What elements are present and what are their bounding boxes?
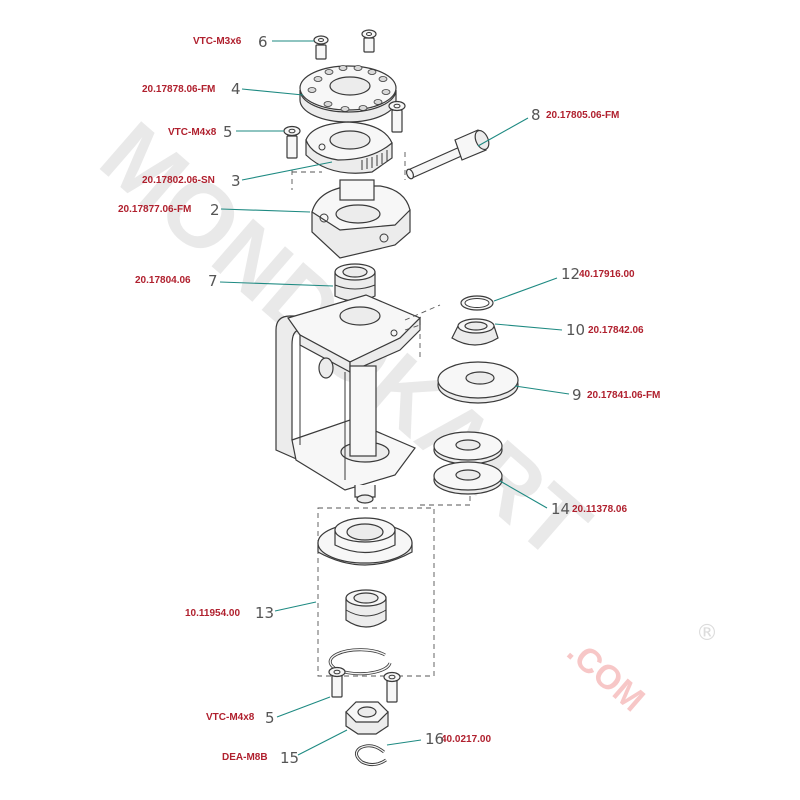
callout-7-leader [219, 281, 334, 287]
part-r-clip [355, 744, 387, 767]
callout-4: 20.17878.06-FM 4 [142, 80, 304, 98]
callout-9-leader [514, 385, 570, 395]
callout-5-bottom-code: VTC-M4x8 [206, 712, 255, 723]
callout-16: 40.0217.00 16 [386, 730, 491, 748]
callout-7-code: 20.17804.06 [135, 275, 191, 286]
callout-2-leader [220, 208, 311, 213]
watermark-registered-mark: ® [696, 621, 718, 646]
callout-3-leader [241, 161, 333, 181]
callout-8-number: 8 [531, 106, 541, 124]
callout-10-number: 10 [566, 321, 585, 339]
callout-14-leader [499, 480, 548, 509]
part-screw-m4-top-right [388, 100, 406, 133]
callout-14: 20.11378.06 14 [499, 480, 627, 518]
part-screw-m3-left [313, 35, 329, 60]
callout-10: 20.17842.06 10 [494, 321, 644, 339]
callout-3-code: 20.17802.06-SN [142, 175, 215, 186]
callout-8-code: 20.17805.06-FM [546, 110, 619, 121]
callout-3-number: 3 [231, 172, 241, 190]
callout-14-number: 14 [551, 500, 570, 518]
callout-9-number: 9 [572, 386, 582, 404]
callout-6: VTC-M3x6 6 [193, 33, 314, 51]
callout-15-leader [297, 729, 348, 756]
callout-2: 20.17877.06-FM 2 [118, 201, 311, 219]
callout-12-leader [493, 277, 558, 302]
callout-15: DEA-M8B 15 [222, 729, 348, 767]
part-clamp-block [305, 121, 393, 174]
part-screw-m4-bottom-left [328, 666, 346, 698]
callout-16-code: 40.0217.00 [441, 734, 491, 745]
callout-5-bottom-number: 5 [265, 709, 275, 727]
callout-12-code: 40.17916.00 [579, 269, 635, 280]
part-nut [334, 263, 376, 302]
part-hex-nut [345, 701, 389, 735]
callout-7-number: 7 [208, 272, 218, 290]
part-cone-bushing [451, 318, 499, 346]
callout-15-number: 15 [280, 749, 299, 767]
part-large-washer [437, 361, 519, 404]
callout-16-number: 16 [425, 730, 444, 748]
part-bearing [345, 589, 387, 628]
part-screw-m3-right [361, 29, 377, 53]
part-lower-housing [317, 517, 413, 566]
watermark-suffix: .COM [560, 632, 652, 719]
group-13-box [317, 507, 435, 677]
callout-13-number: 13 [255, 604, 274, 622]
callout-6-code: VTC-M3x6 [193, 36, 242, 47]
callout-16-leader [386, 739, 422, 746]
part-screw-m4-bottom-right [383, 671, 401, 703]
part-washer-stack [433, 431, 503, 495]
callout-12-number: 12 [561, 265, 580, 283]
callout-5-top-number: 5 [223, 123, 233, 141]
callout-2-number: 2 [210, 201, 220, 219]
callout-8-leader [477, 117, 529, 147]
callout-5-bottom: VTC-M4x8 5 [206, 696, 331, 727]
part-circlip [328, 648, 392, 676]
callout-5-bottom-leader [276, 696, 331, 718]
callout-3: 20.17802.06-SN 3 [142, 161, 333, 190]
part-ring-plate [299, 65, 397, 123]
callout-13: 10.11954.00 13 [185, 601, 317, 622]
callout-9: 20.17841.06-FM 9 [514, 385, 660, 404]
callout-8: 20.17805.06-FM 8 [477, 106, 619, 147]
callout-4-number: 4 [231, 80, 241, 98]
callout-2-code: 20.17877.06-FM [118, 204, 191, 215]
part-main-frame [275, 294, 422, 504]
callout-6-number: 6 [258, 33, 268, 51]
callout-14-code: 20.11378.06 [572, 504, 627, 515]
part-ring-12 [460, 295, 494, 311]
part-screw-m4-top-left [283, 125, 301, 159]
callout-13-leader [274, 601, 317, 612]
callout-9-code: 20.17841.06-FM [587, 390, 660, 401]
callout-15-code: DEA-M8B [222, 752, 268, 763]
callout-10-leader [494, 323, 563, 331]
callout-12: 40.17916.00 12 [493, 265, 635, 302]
callout-5-top: VTC-M4x8 5 [168, 123, 284, 141]
callout-5-top-code: VTC-M4x8 [168, 127, 217, 138]
part-shaft-pin [405, 129, 490, 180]
callout-13-code: 10.11954.00 [185, 608, 240, 619]
callout-4-leader [241, 88, 304, 96]
callout-4-code: 20.17878.06-FM [142, 84, 215, 95]
callout-10-code: 20.17842.06 [588, 325, 644, 336]
callout-7: 20.17804.06 7 [135, 272, 334, 290]
part-bracket [311, 179, 411, 259]
